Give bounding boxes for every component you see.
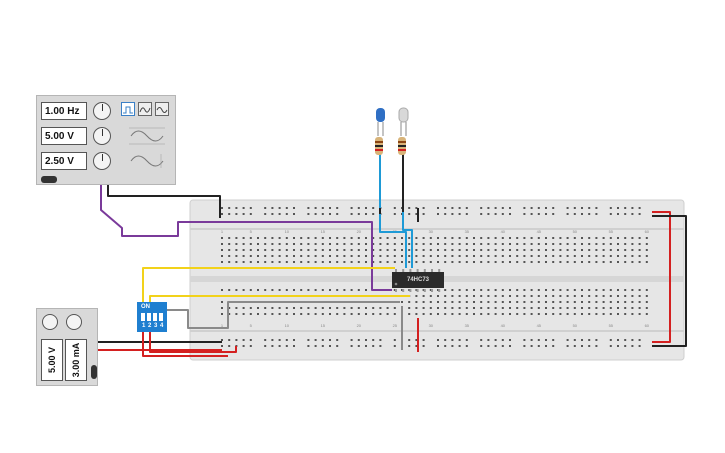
frequency-display: 1.00 Hz	[41, 102, 87, 120]
column-label: 25	[393, 323, 398, 328]
amplitude-knob[interactable]	[93, 127, 111, 145]
dip-number-3: 3	[154, 323, 158, 329]
voltage-value: 5.00 V	[47, 346, 57, 374]
current-display: 3.00 mA	[65, 339, 87, 381]
current-knob[interactable]	[66, 314, 82, 330]
offset-wave-icon	[130, 154, 164, 168]
column-label: 15	[321, 229, 326, 234]
column-label: 40	[501, 323, 506, 328]
amplitude-wave-icon	[129, 127, 165, 145]
blue-wire-1	[379, 140, 407, 268]
red-rail-right	[652, 211, 671, 343]
column-label: 30	[429, 229, 434, 234]
resistor-1[interactable]	[375, 137, 383, 155]
current-value: 3.00 mA	[71, 342, 81, 378]
column-label: 15	[321, 323, 326, 328]
frequency-knob[interactable]	[93, 102, 111, 120]
column-label: 10	[285, 323, 290, 328]
column-label: 20	[357, 323, 362, 328]
column-label: 55	[609, 323, 614, 328]
column-label: 1	[221, 229, 224, 234]
white-led[interactable]	[398, 107, 409, 136]
amplitude-display: 5.00 V	[41, 127, 87, 145]
column-label: 60	[645, 323, 650, 328]
column-label: 45	[537, 323, 542, 328]
ic-label: 74HC73	[406, 277, 429, 283]
dip-on-label: ON	[141, 304, 150, 310]
sine-wave-icon[interactable]	[155, 102, 169, 116]
gray-wire	[166, 301, 400, 329]
column-label: 1	[221, 323, 224, 328]
black-rail-right	[652, 215, 687, 347]
power-switch[interactable]	[91, 365, 97, 379]
function-generator[interactable]: 1.00 Hz 5.00 V 2.50 V	[36, 95, 176, 185]
voltage-display: 5.00 V	[41, 339, 63, 381]
column-label: 40	[501, 229, 506, 234]
column-label: 55	[609, 229, 614, 234]
yellow-wire-1	[142, 267, 395, 304]
column-label: 60	[645, 229, 650, 234]
yellow-wire-2	[149, 295, 410, 304]
ic-74hc73[interactable]	[392, 269, 444, 292]
red-dip-1	[142, 328, 228, 357]
blue-led[interactable]	[376, 108, 385, 136]
column-labels: 1155101015152020252530303535404045455050…	[221, 229, 650, 328]
dc-offset-knob[interactable]	[93, 152, 111, 170]
column-label: 30	[429, 323, 434, 328]
resistor-2[interactable]	[398, 137, 406, 155]
power-supply[interactable]: 5.00 V 3.00 mA	[36, 308, 98, 386]
dip-switch[interactable]	[137, 302, 167, 332]
triangle-wave-icon[interactable]	[138, 102, 152, 116]
dc-offset-display: 2.50 V	[41, 152, 87, 170]
dip-number-4: 4	[160, 323, 164, 329]
column-label: 50	[573, 229, 578, 234]
square-wave-icon[interactable]	[121, 102, 135, 116]
column-label: 35	[465, 323, 470, 328]
column-label: 5	[250, 229, 253, 234]
column-label: 20	[357, 229, 362, 234]
dip-number-1: 1	[142, 323, 146, 329]
dip-number-2: 2	[148, 323, 152, 329]
voltage-knob[interactable]	[42, 314, 58, 330]
column-label: 5	[250, 323, 253, 328]
power-toggle[interactable]	[41, 176, 57, 183]
column-label: 35	[465, 229, 470, 234]
wires	[94, 140, 687, 357]
black-wire-fg	[107, 180, 221, 218]
column-label: 10	[285, 229, 290, 234]
column-label: 45	[537, 229, 542, 234]
red-dip-2	[149, 328, 237, 353]
column-label: 50	[573, 323, 578, 328]
